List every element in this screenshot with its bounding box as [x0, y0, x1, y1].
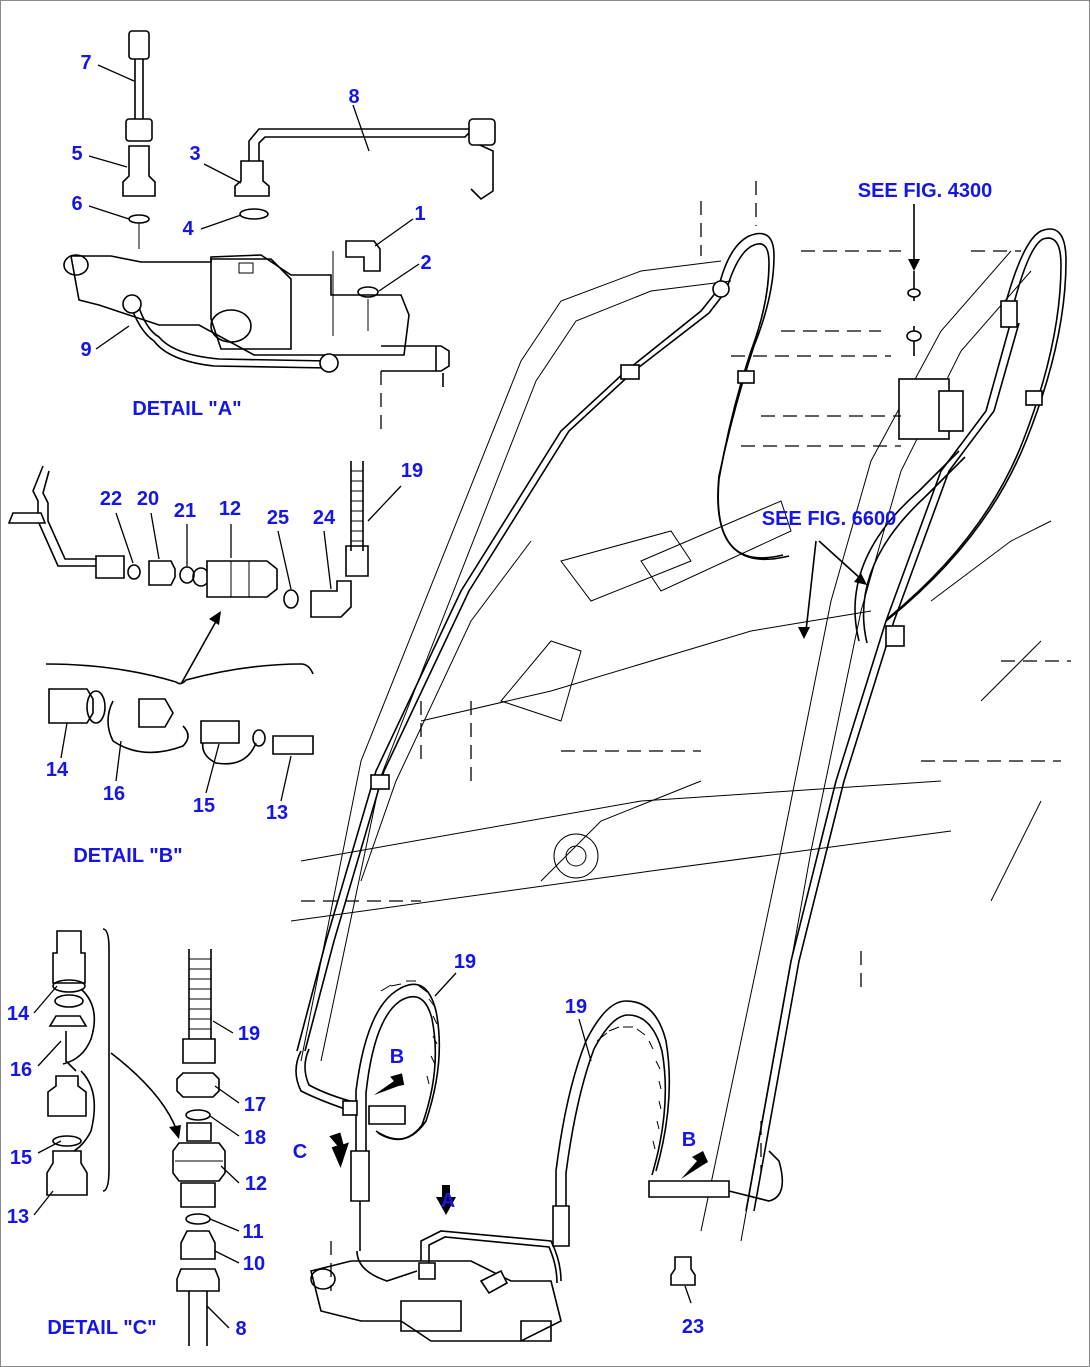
- detail-c-caption: DETAIL "C": [47, 1317, 157, 1339]
- part-number-17: 17: [243, 1094, 267, 1116]
- part-number-7: 7: [80, 52, 92, 74]
- part-number-20: 20: [136, 488, 160, 510]
- part-number-13: 13: [6, 1206, 30, 1228]
- part-number-2: 2: [420, 252, 432, 274]
- part-number-9: 9: [80, 339, 92, 361]
- part-number-3: 3: [189, 143, 201, 165]
- part-number-19: 19: [453, 951, 477, 973]
- detail-a-drawing: [63, 30, 496, 387]
- see-fig-4300-reference: SEE FIG. 4300: [857, 180, 993, 202]
- detail-b-drawing: [7, 461, 402, 802]
- part-number-16: 16: [9, 1059, 33, 1081]
- part-number-8: 8: [235, 1318, 247, 1340]
- part-number-14: 14: [45, 759, 69, 781]
- part-number-4: 4: [182, 218, 194, 240]
- part-number-12: 12: [244, 1173, 268, 1195]
- part-number-15: 15: [192, 795, 216, 817]
- view-marker-b: B: [681, 1129, 697, 1151]
- see-fig-6600-reference: SEE FIG. 6600: [761, 508, 897, 530]
- part-number-1: 1: [414, 203, 426, 225]
- part-number-8: 8: [348, 86, 360, 108]
- detail-b-caption: DETAIL "B": [73, 845, 183, 867]
- part-number-22: 22: [99, 488, 123, 510]
- view-marker-a: A: [440, 1190, 456, 1212]
- part-number-25: 25: [266, 507, 290, 529]
- detail-c-drawing: [33, 928, 240, 1346]
- part-number-5: 5: [71, 143, 83, 165]
- part-number-19: 19: [400, 460, 424, 482]
- part-number-21: 21: [173, 500, 197, 522]
- part-number-6: 6: [71, 193, 83, 215]
- part-number-24: 24: [312, 507, 336, 529]
- view-marker-b: B: [389, 1046, 405, 1068]
- part-number-18: 18: [243, 1127, 267, 1149]
- detail-a-caption: DETAIL "A": [132, 398, 242, 420]
- part-number-14: 14: [6, 1003, 30, 1025]
- part-number-13: 13: [265, 802, 289, 824]
- part-number-15: 15: [9, 1147, 33, 1169]
- part-number-10: 10: [242, 1253, 266, 1275]
- part-number-23: 23: [681, 1316, 705, 1338]
- part-number-12: 12: [218, 498, 242, 520]
- part-number-19: 19: [564, 996, 588, 1018]
- part-number-19: 19: [237, 1023, 261, 1045]
- part-number-16: 16: [102, 783, 126, 805]
- part-number-11: 11: [242, 1221, 264, 1243]
- main-assembly-drawing: [290, 181, 1071, 1342]
- view-marker-c: C: [292, 1141, 308, 1163]
